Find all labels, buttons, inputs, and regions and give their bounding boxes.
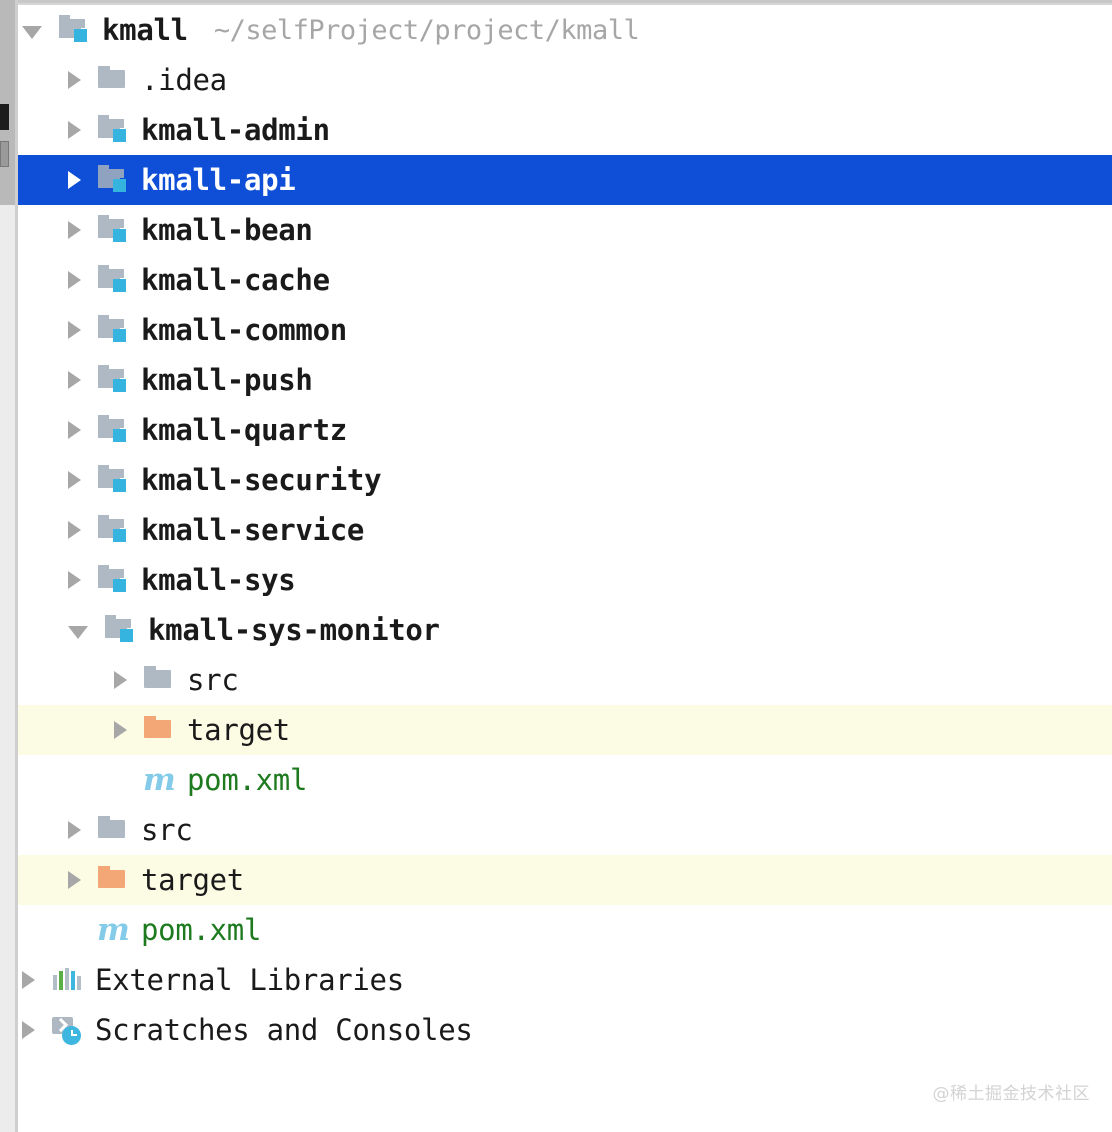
folder-icon (97, 63, 131, 97)
module-folder-icon (97, 463, 131, 497)
project-tree[interactable]: kmall ~/selfProject/project/kmall .idea kma… (18, 5, 1112, 1132)
tree-row-label: kmall-quartz (141, 413, 347, 447)
tree-row-label: kmall-push (141, 363, 313, 397)
tree-row-label: .idea (141, 63, 227, 97)
tree-row[interactable]: m pom.xml (18, 905, 1112, 955)
tree-row[interactable]: .idea (18, 55, 1112, 105)
chevron-right-icon[interactable] (68, 71, 81, 89)
tree-row[interactable]: kmall-push (18, 355, 1112, 405)
chevron-down-icon[interactable] (68, 625, 88, 639)
tree-row-label: target (187, 713, 290, 747)
module-folder-icon (97, 163, 131, 197)
tree-row[interactable]: kmall-service (18, 505, 1112, 555)
tree-row-label: kmall-common (141, 313, 347, 347)
chevron-right-icon[interactable] (114, 671, 127, 689)
tree-row-label: kmall-bean (141, 213, 313, 247)
chevron-right-icon[interactable] (114, 721, 127, 739)
chevron-right-icon[interactable] (68, 371, 81, 389)
tree-row-label: kmall-sys-monitor (148, 613, 440, 647)
module-folder-icon (97, 113, 131, 147)
tree-row-path: ~/selfProject/project/kmall (213, 14, 640, 46)
watermark: @稀土掘金技术社区 (932, 1084, 1090, 1104)
module-folder-icon (97, 263, 131, 297)
chevron-right-icon[interactable] (68, 421, 81, 439)
chevron-right-icon[interactable] (22, 971, 35, 989)
chevron-placeholder (114, 780, 127, 781)
maven-icon: m (97, 912, 130, 948)
chevron-right-icon[interactable] (68, 821, 81, 839)
tree-row[interactable]: kmall-sys (18, 555, 1112, 605)
module-folder-icon (97, 563, 131, 597)
module-folder-icon (97, 363, 131, 397)
tree-row-label: kmall-api (141, 163, 296, 197)
tree-row[interactable]: kmall-common (18, 305, 1112, 355)
module-folder-icon (97, 213, 131, 247)
chevron-right-icon[interactable] (68, 271, 81, 289)
tree-row[interactable]: Scratches and Consoles (18, 1005, 1112, 1055)
tree-row[interactable]: target (18, 855, 1112, 905)
tool-window-stripe[interactable] (0, 0, 15, 205)
maven-icon: m (143, 762, 176, 798)
folder-icon (143, 663, 177, 697)
folder-orange-icon (97, 863, 131, 897)
tree-row[interactable]: src (18, 805, 1112, 855)
module-folder-icon (97, 413, 131, 447)
external-libraries-icon (51, 963, 85, 997)
tree-row[interactable]: kmall-cache (18, 255, 1112, 305)
scratches-icon (51, 1013, 85, 1047)
module-folder-icon (97, 313, 131, 347)
tree-row-label: External Libraries (95, 963, 404, 997)
tree-row-label: target (141, 863, 244, 897)
window-top-border (0, 0, 1112, 4)
chevron-right-icon[interactable] (22, 1021, 35, 1039)
chevron-right-icon[interactable] (68, 521, 81, 539)
tree-row[interactable]: kmall-quartz (18, 405, 1112, 455)
tree-row[interactable]: External Libraries (18, 955, 1112, 1005)
tree-row-label: src (187, 663, 239, 697)
tree-row-label: kmall-security (141, 463, 382, 497)
tool-window-stripe-empty (0, 205, 15, 1132)
tree-row-label: kmall (102, 13, 188, 47)
tree-row-label: pom.xml (141, 913, 262, 947)
tree-row-label: Scratches and Consoles (95, 1013, 473, 1047)
folder-icon (97, 813, 131, 847)
chevron-right-icon[interactable] (68, 471, 81, 489)
tree-row-label: kmall-service (141, 513, 365, 547)
chevron-right-icon[interactable] (68, 571, 81, 589)
tree-row[interactable]: target (18, 705, 1112, 755)
tree-row[interactable]: m pom.xml (18, 755, 1112, 805)
module-folder-icon (104, 613, 138, 647)
stripe-button-upper[interactable] (0, 104, 9, 130)
tree-row-label: src (141, 813, 193, 847)
tree-row[interactable]: kmall-bean (18, 205, 1112, 255)
chevron-right-icon[interactable] (68, 221, 81, 239)
tree-row[interactable]: kmall ~/selfProject/project/kmall (18, 5, 1112, 55)
tree-row-label: pom.xml (187, 763, 308, 797)
tree-row-label: kmall-admin (141, 113, 330, 147)
window-top-border-inner (18, 3, 1112, 5)
chevron-placeholder (68, 930, 81, 931)
chevron-right-icon[interactable] (68, 171, 81, 189)
chevron-right-icon[interactable] (68, 321, 81, 339)
module-folder-icon (58, 13, 92, 47)
panel-divider[interactable] (15, 0, 18, 1132)
tree-row-label: kmall-cache (141, 263, 330, 297)
tree-row[interactable]: kmall-sys-monitor (18, 605, 1112, 655)
chevron-right-icon[interactable] (68, 871, 81, 889)
stripe-button-lower[interactable] (0, 141, 9, 167)
folder-orange-icon (143, 713, 177, 747)
chevron-right-icon[interactable] (68, 121, 81, 139)
chevron-down-icon[interactable] (22, 25, 42, 39)
tree-row-label: kmall-sys (141, 563, 296, 597)
module-folder-icon (97, 513, 131, 547)
tree-row[interactable]: kmall-security (18, 455, 1112, 505)
tree-row[interactable]: kmall-api (18, 155, 1112, 205)
tree-row[interactable]: src (18, 655, 1112, 705)
tree-row[interactable]: kmall-admin (18, 105, 1112, 155)
